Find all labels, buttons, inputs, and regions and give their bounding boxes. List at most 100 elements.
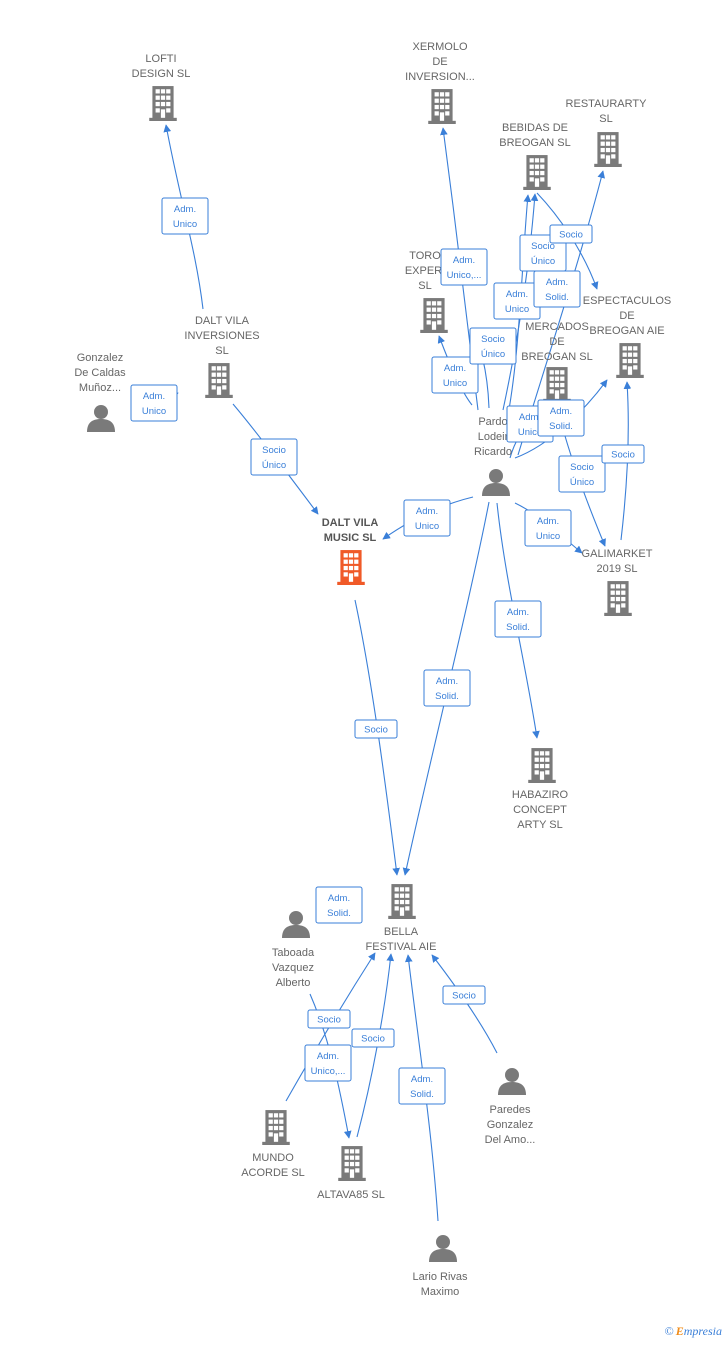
edge-label[interactable]: Adm.Unico [493, 282, 541, 320]
edge-label-box [403, 499, 451, 537]
edge-label-text: Solid. [327, 908, 351, 919]
node-label: Del Amo... [485, 1134, 536, 1146]
building-icon [149, 86, 177, 121]
edge-label-text: Unico [443, 378, 467, 389]
node-label: CONCEPT [513, 804, 567, 816]
edge-label-text: Adm. [519, 412, 541, 423]
edge-label-text: Socio [531, 241, 555, 252]
edge-label-text: Unico [505, 304, 529, 315]
edge-label-text: Adm. [436, 676, 458, 687]
building-icon [420, 298, 448, 333]
edge-label[interactable]: Socio [307, 1009, 351, 1029]
edge-label[interactable]: Adm.Solid. [315, 886, 363, 924]
edge-label[interactable]: Adm.Solid. [423, 669, 471, 707]
edge-label-text: Único [481, 349, 505, 360]
edge-label-box [431, 356, 479, 394]
building-icon [528, 748, 556, 783]
edge-label-text: Solid. [410, 1089, 434, 1100]
node-label: Pardo [478, 416, 507, 428]
edge-label-box [524, 509, 572, 547]
node-label: BEBIDAS DE [502, 122, 568, 134]
building-icon [616, 343, 644, 378]
node-label: ACORDE SL [241, 1167, 305, 1179]
edge-label[interactable]: Socio [601, 444, 645, 464]
node-label: Vazquez [272, 962, 314, 974]
node-label: BREOGAN AIE [589, 325, 664, 337]
node-label: BREOGAN SL [499, 137, 571, 149]
edge-label[interactable]: Adm.Unico [524, 509, 572, 547]
edge-label[interactable]: Adm.Unico [130, 384, 178, 422]
building-icon [262, 1110, 290, 1145]
edge-label-text: Socio [361, 1034, 385, 1045]
edge-label-box [533, 270, 581, 308]
node-label: SL [215, 345, 228, 357]
person-icon [498, 1068, 526, 1095]
edge-label-box [307, 1009, 351, 1029]
edge-label-box [423, 669, 471, 707]
company-node-altava[interactable]: ALTAVA85 SL [317, 1146, 385, 1201]
node-label: MUSIC SL [324, 532, 377, 544]
edge-label-text: Solid. [549, 421, 573, 432]
building-icon [428, 89, 456, 124]
edge-label-text: Unico [518, 427, 542, 438]
node-label: Alberto [276, 977, 311, 989]
company-node-bebidas[interactable]: BEBIDAS DE BREOGAN SL [499, 122, 571, 190]
edge-label[interactable]: Adm.Unico [403, 499, 451, 537]
node-label: MERCADOS [525, 321, 589, 333]
edge-label-text: Adm. [444, 363, 466, 374]
edge-label[interactable]: Socio [549, 224, 593, 244]
edge-label[interactable]: Adm.Solid. [494, 600, 542, 638]
edge-label[interactable]: Adm.Unico,... [440, 248, 488, 286]
node-label: BREOGAN SL [521, 351, 593, 363]
node-label: DALT VILA [195, 315, 250, 327]
node-label: Lario Rivas [412, 1271, 468, 1283]
edge-label-text: Socio [317, 1015, 341, 1026]
edge-label-text: Unico [142, 406, 166, 417]
person-icon [87, 405, 115, 432]
edge-label-text: Adm. [317, 1051, 339, 1062]
node-label: Gonzalez [77, 352, 123, 364]
edge-label-text: Unico [536, 531, 560, 542]
edge-label[interactable]: Socio [442, 985, 486, 1005]
edge-label[interactable]: Adm.Solid. [533, 270, 581, 308]
edge-label-text: Único [531, 256, 555, 267]
edge-label[interactable]: Adm. Unico,... [304, 1044, 352, 1082]
edge-label[interactable]: Adm. Unico [431, 356, 479, 394]
person-icon [282, 911, 310, 938]
edge-label[interactable]: Adm.Solid. [398, 1067, 446, 1105]
edge-label[interactable]: Socio [351, 1028, 395, 1048]
edge-label-box [354, 719, 398, 739]
company-node-xermolo[interactable]: XERMOLODEINVERSION... [405, 41, 475, 124]
brand-logo: ©Empresia [665, 1324, 722, 1339]
edge-label-text: Unico,... [311, 1066, 346, 1077]
brand-initial: E [675, 1324, 684, 1338]
edge-label-text: Adm. [507, 607, 529, 618]
building-icon [205, 363, 233, 398]
node-label: ALTAVA85 SL [317, 1189, 385, 1201]
edge-label[interactable]: Adm.Unico [161, 197, 209, 235]
edge-label[interactable]: Adm.Solid. [537, 399, 585, 437]
edge-label[interactable]: Socio [354, 719, 398, 739]
